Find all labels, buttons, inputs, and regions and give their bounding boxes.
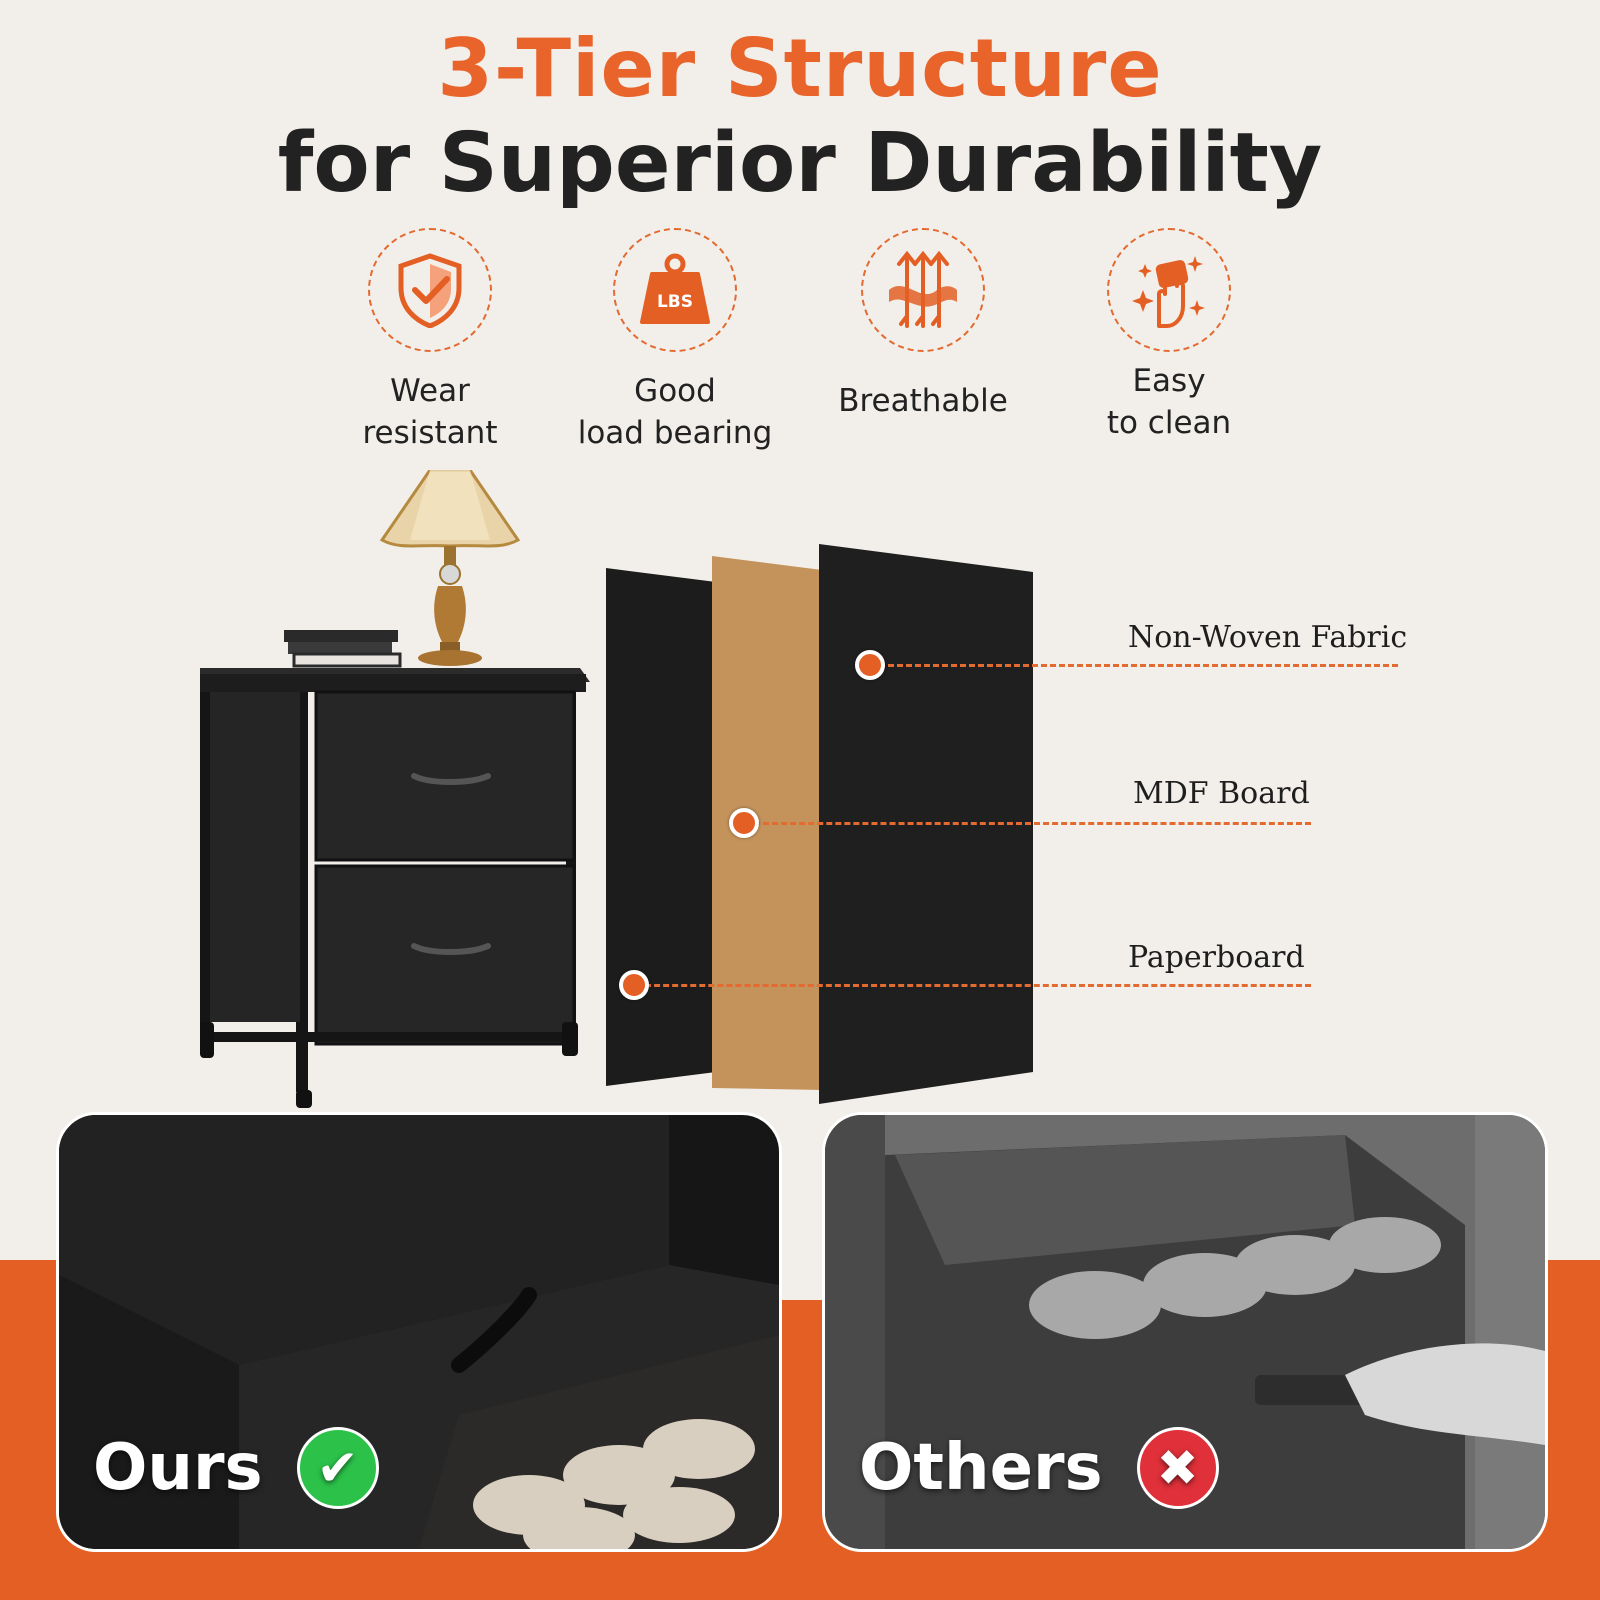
feature-label: Easy to clean [1106, 363, 1232, 441]
airflow-icon [889, 250, 957, 328]
weight-icon: LBS [640, 253, 710, 324]
nightstand-illustration [196, 468, 600, 1110]
title-line-2: for Superior Durability [277, 116, 1323, 211]
ours-label: Ours [93, 1431, 263, 1505]
ours-drawer-drawing [59, 1115, 779, 1549]
others-photo: Others ✖ [822, 1112, 1548, 1552]
marker-dot-paperboard [619, 970, 649, 1000]
leader-line-mdf [745, 822, 1311, 825]
layer-label-mdf: MDF Board [1133, 776, 1310, 811]
feature-load-bearing: LBS Good load bearing [545, 228, 805, 454]
feature-breathable: Breathable [793, 228, 1053, 422]
books-icon [284, 630, 402, 668]
marker-dot-mdf [729, 808, 759, 838]
feature-label: Breathable [838, 383, 1008, 419]
leader-line-paperboard [636, 984, 1311, 987]
weight-icon-text: LBS [657, 292, 693, 312]
feature-circle [1107, 228, 1231, 352]
others-label: Others [859, 1431, 1103, 1505]
check-icon: ✔ [296, 1427, 379, 1509]
paperboard-panel [606, 568, 716, 1086]
ours-photo: Ours ✔ [56, 1112, 782, 1552]
title-line-1: 3-Tier Structure [437, 22, 1163, 115]
feature-circle [368, 228, 492, 352]
feature-label: Wear resistant [362, 373, 498, 451]
feature-label: Good load bearing [577, 373, 773, 451]
marker-dot-fabric [855, 650, 885, 680]
ours-label-group: Ours ✔ [93, 1427, 379, 1509]
lamp-icon [379, 468, 521, 666]
others-label-group: Others ✖ [859, 1427, 1219, 1509]
shield-check-icon [398, 253, 462, 328]
hand-wipe-icon [1132, 256, 1205, 328]
feature-circle [861, 228, 985, 352]
feature-circle: LBS [613, 228, 737, 352]
layer-label-paperboard: Paperboard [1128, 940, 1305, 975]
nightstand-drawing [196, 468, 590, 1108]
feature-wear-resistant: Wear resistant [300, 228, 560, 454]
cross-icon: ✖ [1136, 1427, 1219, 1509]
feature-easy-clean: Easy to clean [1039, 228, 1299, 444]
layer-label-fabric: Non-Woven Fabric [1128, 620, 1408, 655]
leader-line-fabric [870, 664, 1398, 667]
others-box-drawing [825, 1115, 1545, 1549]
